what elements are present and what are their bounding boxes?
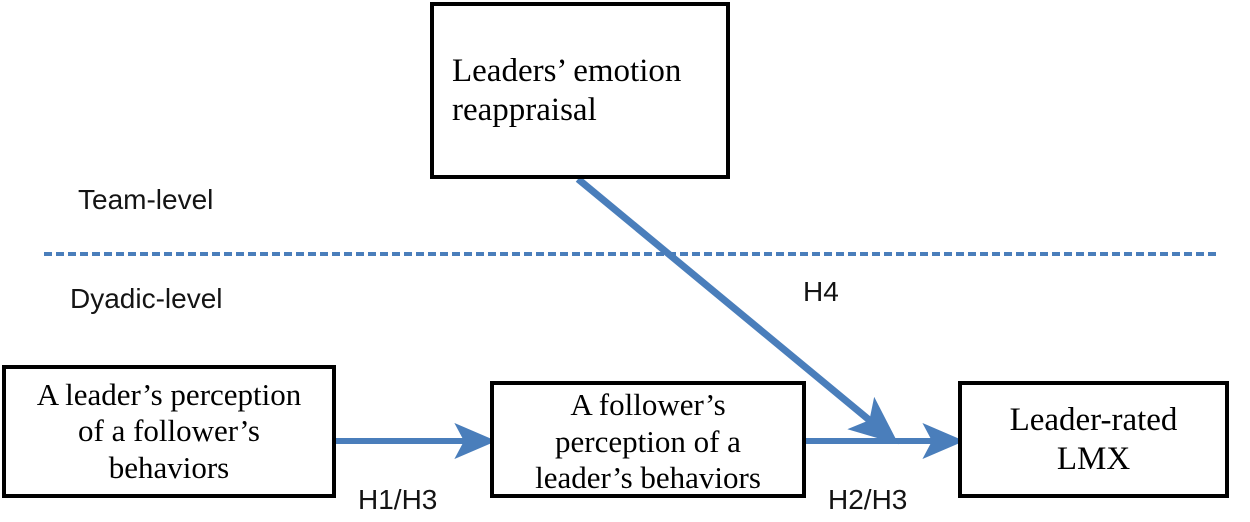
node-label-emotion-reappraisal: Leaders’ emotion reappraisal xyxy=(452,52,682,128)
node-leaders-emotion-reappraisal: Leaders’ emotion reappraisal xyxy=(430,2,730,179)
node-follower-perception-of-leader-behaviors: A follower’s perception of a leader’s be… xyxy=(490,381,806,498)
node-label-leader-rated-lmx: Leader-rated LMX xyxy=(1009,401,1178,477)
node-leader-rated-lmx: Leader-rated LMX xyxy=(958,381,1229,498)
edge-label-h4: H4 xyxy=(803,276,839,307)
node-label-follower-perception: A follower’s perception of a leader’s be… xyxy=(535,387,761,496)
edge-label-h2-h3: H2/H3 xyxy=(828,484,908,515)
node-label-leader-perception: A leader’s perception of a follower’s be… xyxy=(36,376,302,485)
label-team-level: Team-level xyxy=(78,184,214,215)
label-dyadic-level: Dyadic-level xyxy=(70,283,223,314)
edge-label-h1-h3: H1/H3 xyxy=(358,484,438,515)
node-leader-perception-of-follower-behaviors: A leader’s perception of a follower’s be… xyxy=(2,365,336,498)
level-divider-dashed-line xyxy=(44,252,1216,256)
